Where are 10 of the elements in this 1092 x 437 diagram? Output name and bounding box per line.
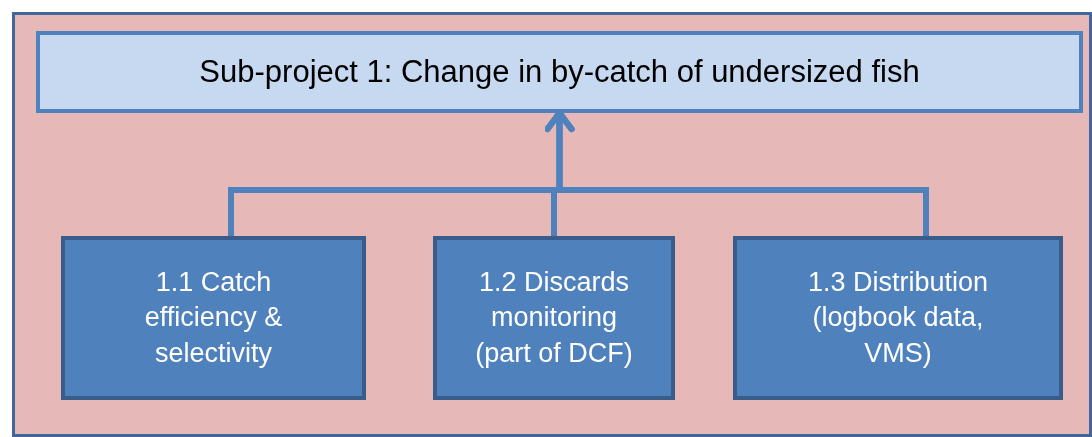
- title-text: Sub-project 1: Change in by-catch of undersized fish: [199, 54, 920, 90]
- box-label: 1.2 Discards monitoring (part of DCF): [474, 266, 634, 370]
- connector-arrow: [544, 110, 929, 236]
- box-label: 1.1 Catch efficiency & selectivity: [143, 266, 284, 370]
- process-box: [433, 236, 675, 400]
- box-label: 1.3 Distribution (logbook data, VMS): [806, 266, 990, 370]
- process-box: [733, 236, 1063, 400]
- group-panel: [12, 12, 1092, 437]
- process-box: [61, 236, 366, 400]
- title-box: [36, 31, 1083, 113]
